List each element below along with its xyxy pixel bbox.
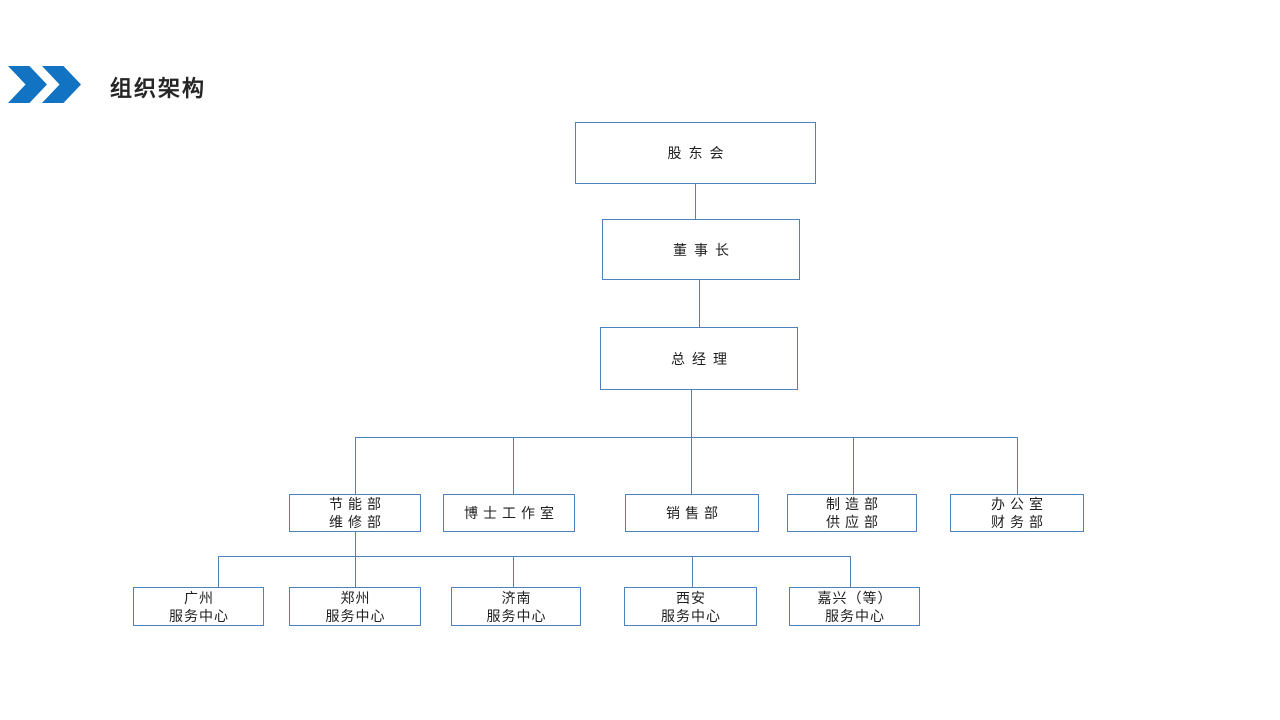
connector-line	[695, 184, 696, 219]
org-node-center-xian: 西安 服务中心	[624, 587, 757, 626]
org-node-label: 服务中心	[486, 607, 547, 624]
org-node-center-jiaxing: 嘉兴（等） 服务中心	[789, 587, 920, 626]
org-node-label: 广州	[184, 589, 214, 606]
org-node-label: 节能部	[329, 496, 386, 512]
org-node-dept-manufacturing-supply: 制造部 供应部	[787, 494, 917, 532]
org-node-label: 财务部	[991, 514, 1048, 530]
connector-line	[692, 556, 693, 587]
org-node-label: 办公室	[991, 496, 1048, 512]
org-node-dept-energy-maintenance: 节能部 维修部	[289, 494, 421, 532]
org-node-label: 制造部	[826, 496, 883, 512]
org-node-label: 郑州	[340, 589, 371, 606]
org-node-label: 服务中心	[661, 607, 721, 624]
connector-line	[355, 532, 356, 587]
org-node-label: 股东会	[667, 145, 731, 161]
connector-line	[850, 556, 851, 587]
org-node-center-zhengzhou: 郑州 服务中心	[289, 587, 421, 626]
connector-line	[513, 556, 514, 587]
org-node-label: 嘉兴（等）	[817, 589, 893, 606]
org-node-center-guangzhou: 广州 服务中心	[133, 587, 264, 626]
connector-line	[355, 437, 356, 494]
connector-line	[355, 437, 1018, 438]
connector-line	[218, 556, 851, 557]
org-node-label: 服务中心	[169, 607, 229, 624]
org-node-label: 西安	[676, 589, 706, 606]
org-node-dept-office-finance: 办公室 财务部	[950, 494, 1084, 532]
org-node-label: 销售部	[666, 505, 723, 521]
org-node-label: 供应部	[826, 514, 883, 530]
org-node-label: 维修部	[329, 514, 386, 530]
chevron-right-icon	[8, 66, 47, 103]
connector-line	[853, 437, 854, 494]
connector-line	[691, 390, 692, 494]
org-node-shareholders: 股东会	[575, 122, 816, 184]
connector-line	[699, 280, 700, 327]
slide-header: 组织架构	[0, 0, 1280, 110]
org-node-dept-phd-studio: 博士工作室	[443, 494, 575, 532]
connector-line	[1017, 437, 1018, 494]
org-node-dept-sales: 销售部	[625, 494, 759, 532]
org-node-center-jinan: 济南 服务中心	[451, 587, 581, 626]
org-node-label: 服务中心	[825, 607, 885, 624]
page-title: 组织架构	[110, 76, 207, 101]
org-node-general-manager: 总经理	[600, 327, 798, 390]
org-node-label: 济南	[501, 589, 532, 606]
chevron-right-icon	[42, 66, 81, 103]
org-node-label: 博士工作室	[464, 505, 559, 521]
connector-line	[513, 437, 514, 494]
org-node-label: 总经理	[671, 350, 734, 367]
org-node-label: 服务中心	[325, 607, 386, 624]
connector-line	[218, 556, 219, 587]
org-node-label: 董事长	[673, 241, 736, 258]
org-node-chairman: 董事长	[602, 219, 800, 280]
